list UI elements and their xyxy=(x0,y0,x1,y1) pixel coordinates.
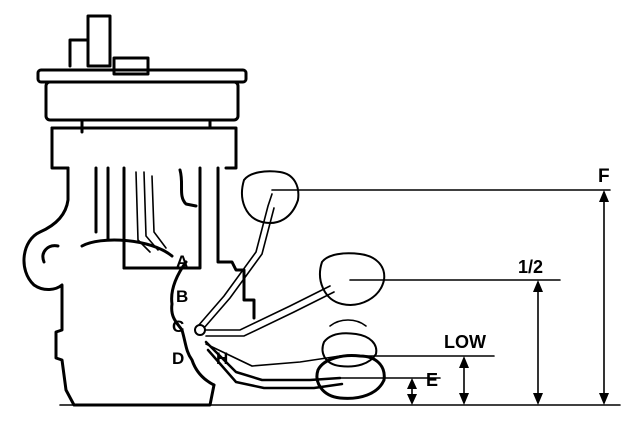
label-c: C xyxy=(172,317,184,336)
float-arm-empty-lower xyxy=(206,348,344,390)
housing-wires xyxy=(135,171,167,253)
label-low: LOW xyxy=(444,332,486,352)
float-arm-empty xyxy=(204,340,342,382)
label-empty: E xyxy=(426,370,438,390)
label-h: H xyxy=(216,349,228,368)
float-arm-half-edge xyxy=(205,291,335,337)
float-pivot xyxy=(194,324,206,336)
module-cap xyxy=(36,14,248,122)
float-half xyxy=(203,252,386,337)
float-arm-full-edge xyxy=(203,207,275,329)
float-body-full xyxy=(241,170,300,224)
housing-top xyxy=(50,126,238,170)
cap-nozzle-left xyxy=(86,14,112,68)
dimension-arrows xyxy=(407,190,609,405)
float-empty xyxy=(204,319,386,400)
housing-inner-box xyxy=(122,166,202,270)
label-half: 1/2 xyxy=(518,257,543,277)
housing-right-edge xyxy=(216,166,256,320)
arrow-low-heads xyxy=(459,356,469,405)
label-a: A xyxy=(176,252,188,271)
float-body-half xyxy=(319,252,386,306)
housing-loop-inner xyxy=(41,244,60,264)
housing-clip xyxy=(178,168,198,208)
float-top-curve xyxy=(329,319,367,327)
cap-connector xyxy=(112,56,150,76)
housing-curve xyxy=(80,238,174,258)
float-arm-half xyxy=(203,285,331,331)
label-b: B xyxy=(176,287,188,306)
housing-left-top xyxy=(50,126,70,170)
float-arm-full xyxy=(197,193,273,327)
float-body-low xyxy=(321,332,378,368)
float-arm-low xyxy=(205,343,341,367)
label-full: F xyxy=(598,166,610,187)
float-full xyxy=(197,170,300,329)
housing-neck xyxy=(80,118,212,134)
housing-left-outline xyxy=(22,166,216,407)
cap-flange xyxy=(36,68,248,84)
float-low xyxy=(205,332,378,368)
cap-body xyxy=(44,80,240,122)
level-lines xyxy=(59,189,621,406)
sender-profile xyxy=(170,260,216,387)
module-housing xyxy=(22,118,256,407)
arrow-empty-heads xyxy=(407,378,417,405)
float-body-empty xyxy=(315,354,386,400)
housing-ribs xyxy=(94,166,126,270)
label-d: D xyxy=(172,349,184,368)
cap-nozzle-bracket xyxy=(68,38,90,68)
labels: A B C D H F 1/2 LOW E xyxy=(172,166,610,390)
